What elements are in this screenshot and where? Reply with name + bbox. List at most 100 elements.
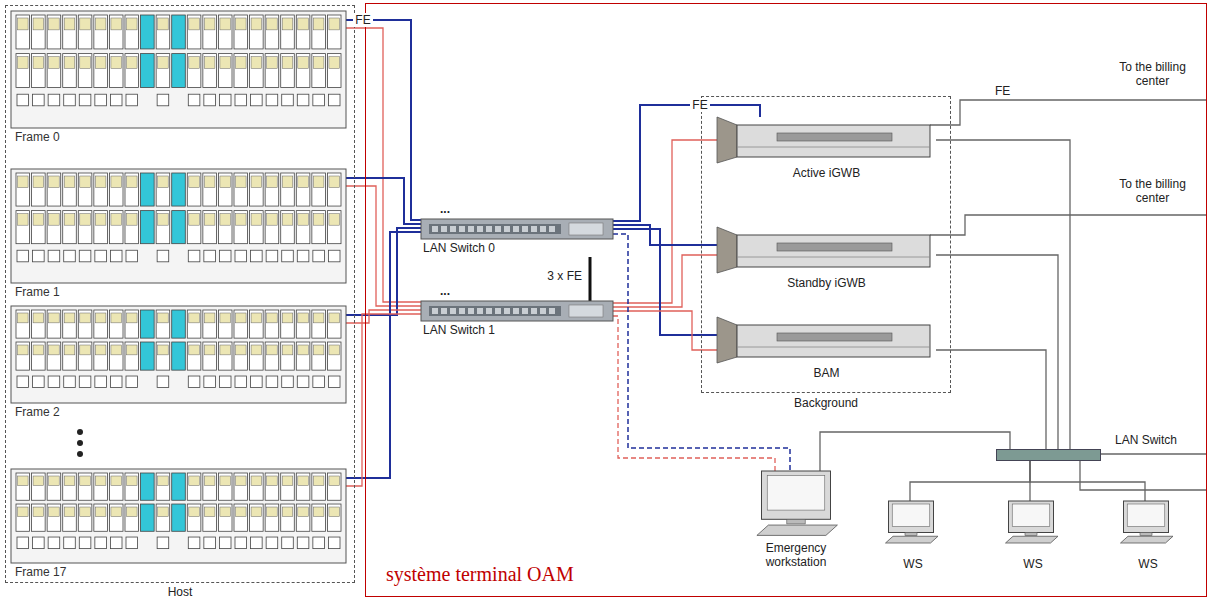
board-label xyxy=(18,476,29,486)
board-label xyxy=(158,507,169,517)
board-label xyxy=(313,57,324,69)
board-label xyxy=(80,176,91,188)
fan-box xyxy=(110,537,122,549)
board-label xyxy=(189,57,200,69)
node-illustration xyxy=(421,219,613,239)
board-slot xyxy=(16,173,30,206)
board-slot xyxy=(327,473,341,500)
board-slot xyxy=(94,342,108,370)
monitor-stand xyxy=(905,533,917,536)
board-slot xyxy=(156,54,170,88)
board-slot xyxy=(156,211,170,244)
node-label: WS xyxy=(886,557,940,571)
board-label xyxy=(49,214,60,226)
board-label xyxy=(33,313,44,323)
board-slot xyxy=(172,310,186,338)
board-slot xyxy=(78,15,92,49)
board-label xyxy=(33,214,44,226)
node-label: système terminal OAM xyxy=(386,562,574,586)
fan-box xyxy=(266,94,278,106)
fan-box xyxy=(313,376,325,388)
board-label xyxy=(111,57,122,69)
board-slot xyxy=(125,342,139,370)
board-slot xyxy=(281,310,295,338)
board-slot xyxy=(63,54,77,88)
board-slot xyxy=(203,473,217,500)
board-slot xyxy=(109,173,123,206)
board-label xyxy=(158,18,169,30)
board-label xyxy=(282,345,293,355)
board-label xyxy=(18,313,29,323)
connector xyxy=(589,257,592,301)
keyboard xyxy=(1006,536,1059,543)
board-slot xyxy=(327,310,341,338)
board-label xyxy=(204,345,215,355)
node-illustration xyxy=(11,11,346,146)
connector xyxy=(346,228,421,315)
board-slot xyxy=(78,54,92,88)
board-slot xyxy=(296,473,310,500)
switch-port xyxy=(495,308,501,314)
connector xyxy=(936,255,1058,449)
fan-box xyxy=(251,537,263,549)
fan-box xyxy=(157,250,169,262)
node-label: WS xyxy=(1121,557,1175,571)
board-label xyxy=(329,507,340,517)
board-slot xyxy=(234,473,248,500)
uplink-line xyxy=(1100,453,1207,454)
fan-box xyxy=(235,94,247,106)
switch-port xyxy=(513,308,519,314)
board-label xyxy=(33,476,44,486)
board-slot xyxy=(281,473,295,500)
board-slot xyxy=(234,15,248,49)
board-slot xyxy=(32,342,46,370)
board-label xyxy=(313,18,324,30)
board-label xyxy=(189,507,200,517)
board-slot xyxy=(141,211,155,244)
board-slot xyxy=(218,15,232,49)
board-slot xyxy=(172,473,186,500)
board-label xyxy=(236,507,247,517)
fan-box xyxy=(157,94,169,106)
board-label xyxy=(64,313,75,323)
board-label xyxy=(95,345,106,355)
board-label xyxy=(127,345,138,355)
fan-box xyxy=(204,376,216,388)
board-slot xyxy=(312,15,326,49)
board-slot xyxy=(141,15,155,49)
switch-port xyxy=(441,226,447,232)
server-drive xyxy=(777,243,892,251)
board-slot xyxy=(265,473,279,500)
board-slot xyxy=(281,211,295,244)
board-slot xyxy=(296,342,310,370)
connector xyxy=(936,350,1046,449)
board-slot xyxy=(234,54,248,88)
fan-box xyxy=(297,537,309,549)
board-slot xyxy=(187,342,201,370)
switch-port xyxy=(549,308,555,314)
board-slot xyxy=(203,310,217,338)
server-line xyxy=(737,347,930,348)
fan-box xyxy=(219,94,231,106)
board-label xyxy=(111,18,122,30)
board-slot xyxy=(109,473,123,500)
board-label xyxy=(251,313,262,323)
board-slot xyxy=(109,15,123,49)
server-body xyxy=(737,235,930,267)
board-slot xyxy=(47,211,61,244)
board-slot xyxy=(250,173,264,206)
switch-port xyxy=(531,308,537,314)
edge-label: FE xyxy=(690,98,709,112)
board-label xyxy=(220,57,231,69)
board-label xyxy=(189,313,200,323)
board-slot xyxy=(32,473,46,500)
board-label xyxy=(95,57,106,69)
board-label xyxy=(298,18,309,30)
fan-box xyxy=(64,376,76,388)
switch-port xyxy=(522,226,528,232)
board-label xyxy=(267,57,278,69)
server-drive xyxy=(777,133,892,141)
board-label xyxy=(80,57,91,69)
board-label xyxy=(236,476,247,486)
node-illustration xyxy=(717,227,932,273)
